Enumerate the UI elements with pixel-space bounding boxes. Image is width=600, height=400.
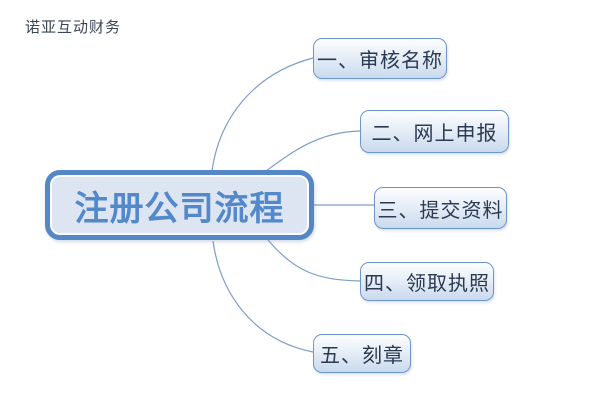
branch-label-3: 三、提交资料 xyxy=(377,197,504,222)
brand-label: 诺亚互动财务 xyxy=(25,18,122,36)
central-topic-label: 注册公司流程 xyxy=(74,188,285,229)
branch-node-4[interactable]: 四、领取执照 xyxy=(360,262,494,301)
branch-label-5: 五、刻章 xyxy=(320,343,404,367)
central-topic-node[interactable]: 注册公司流程 xyxy=(45,170,314,240)
connector-branch-1 xyxy=(211,57,314,172)
branch-node-3[interactable]: 三、提交资料 xyxy=(374,187,507,229)
branch-label-2: 二、网上申报 xyxy=(371,121,498,145)
branch-node-5[interactable]: 五、刻章 xyxy=(313,334,411,373)
branch-node-2[interactable]: 二、网上申报 xyxy=(360,110,509,153)
connector-branch-4 xyxy=(267,239,361,282)
branch-node-1[interactable]: 一、审核名称 xyxy=(313,38,447,79)
connector-branch-2 xyxy=(265,130,361,172)
connector-branch-5 xyxy=(212,240,314,353)
branch-label-4: 四、领取执照 xyxy=(364,271,490,295)
branch-label-1: 一、审核名称 xyxy=(317,48,443,72)
